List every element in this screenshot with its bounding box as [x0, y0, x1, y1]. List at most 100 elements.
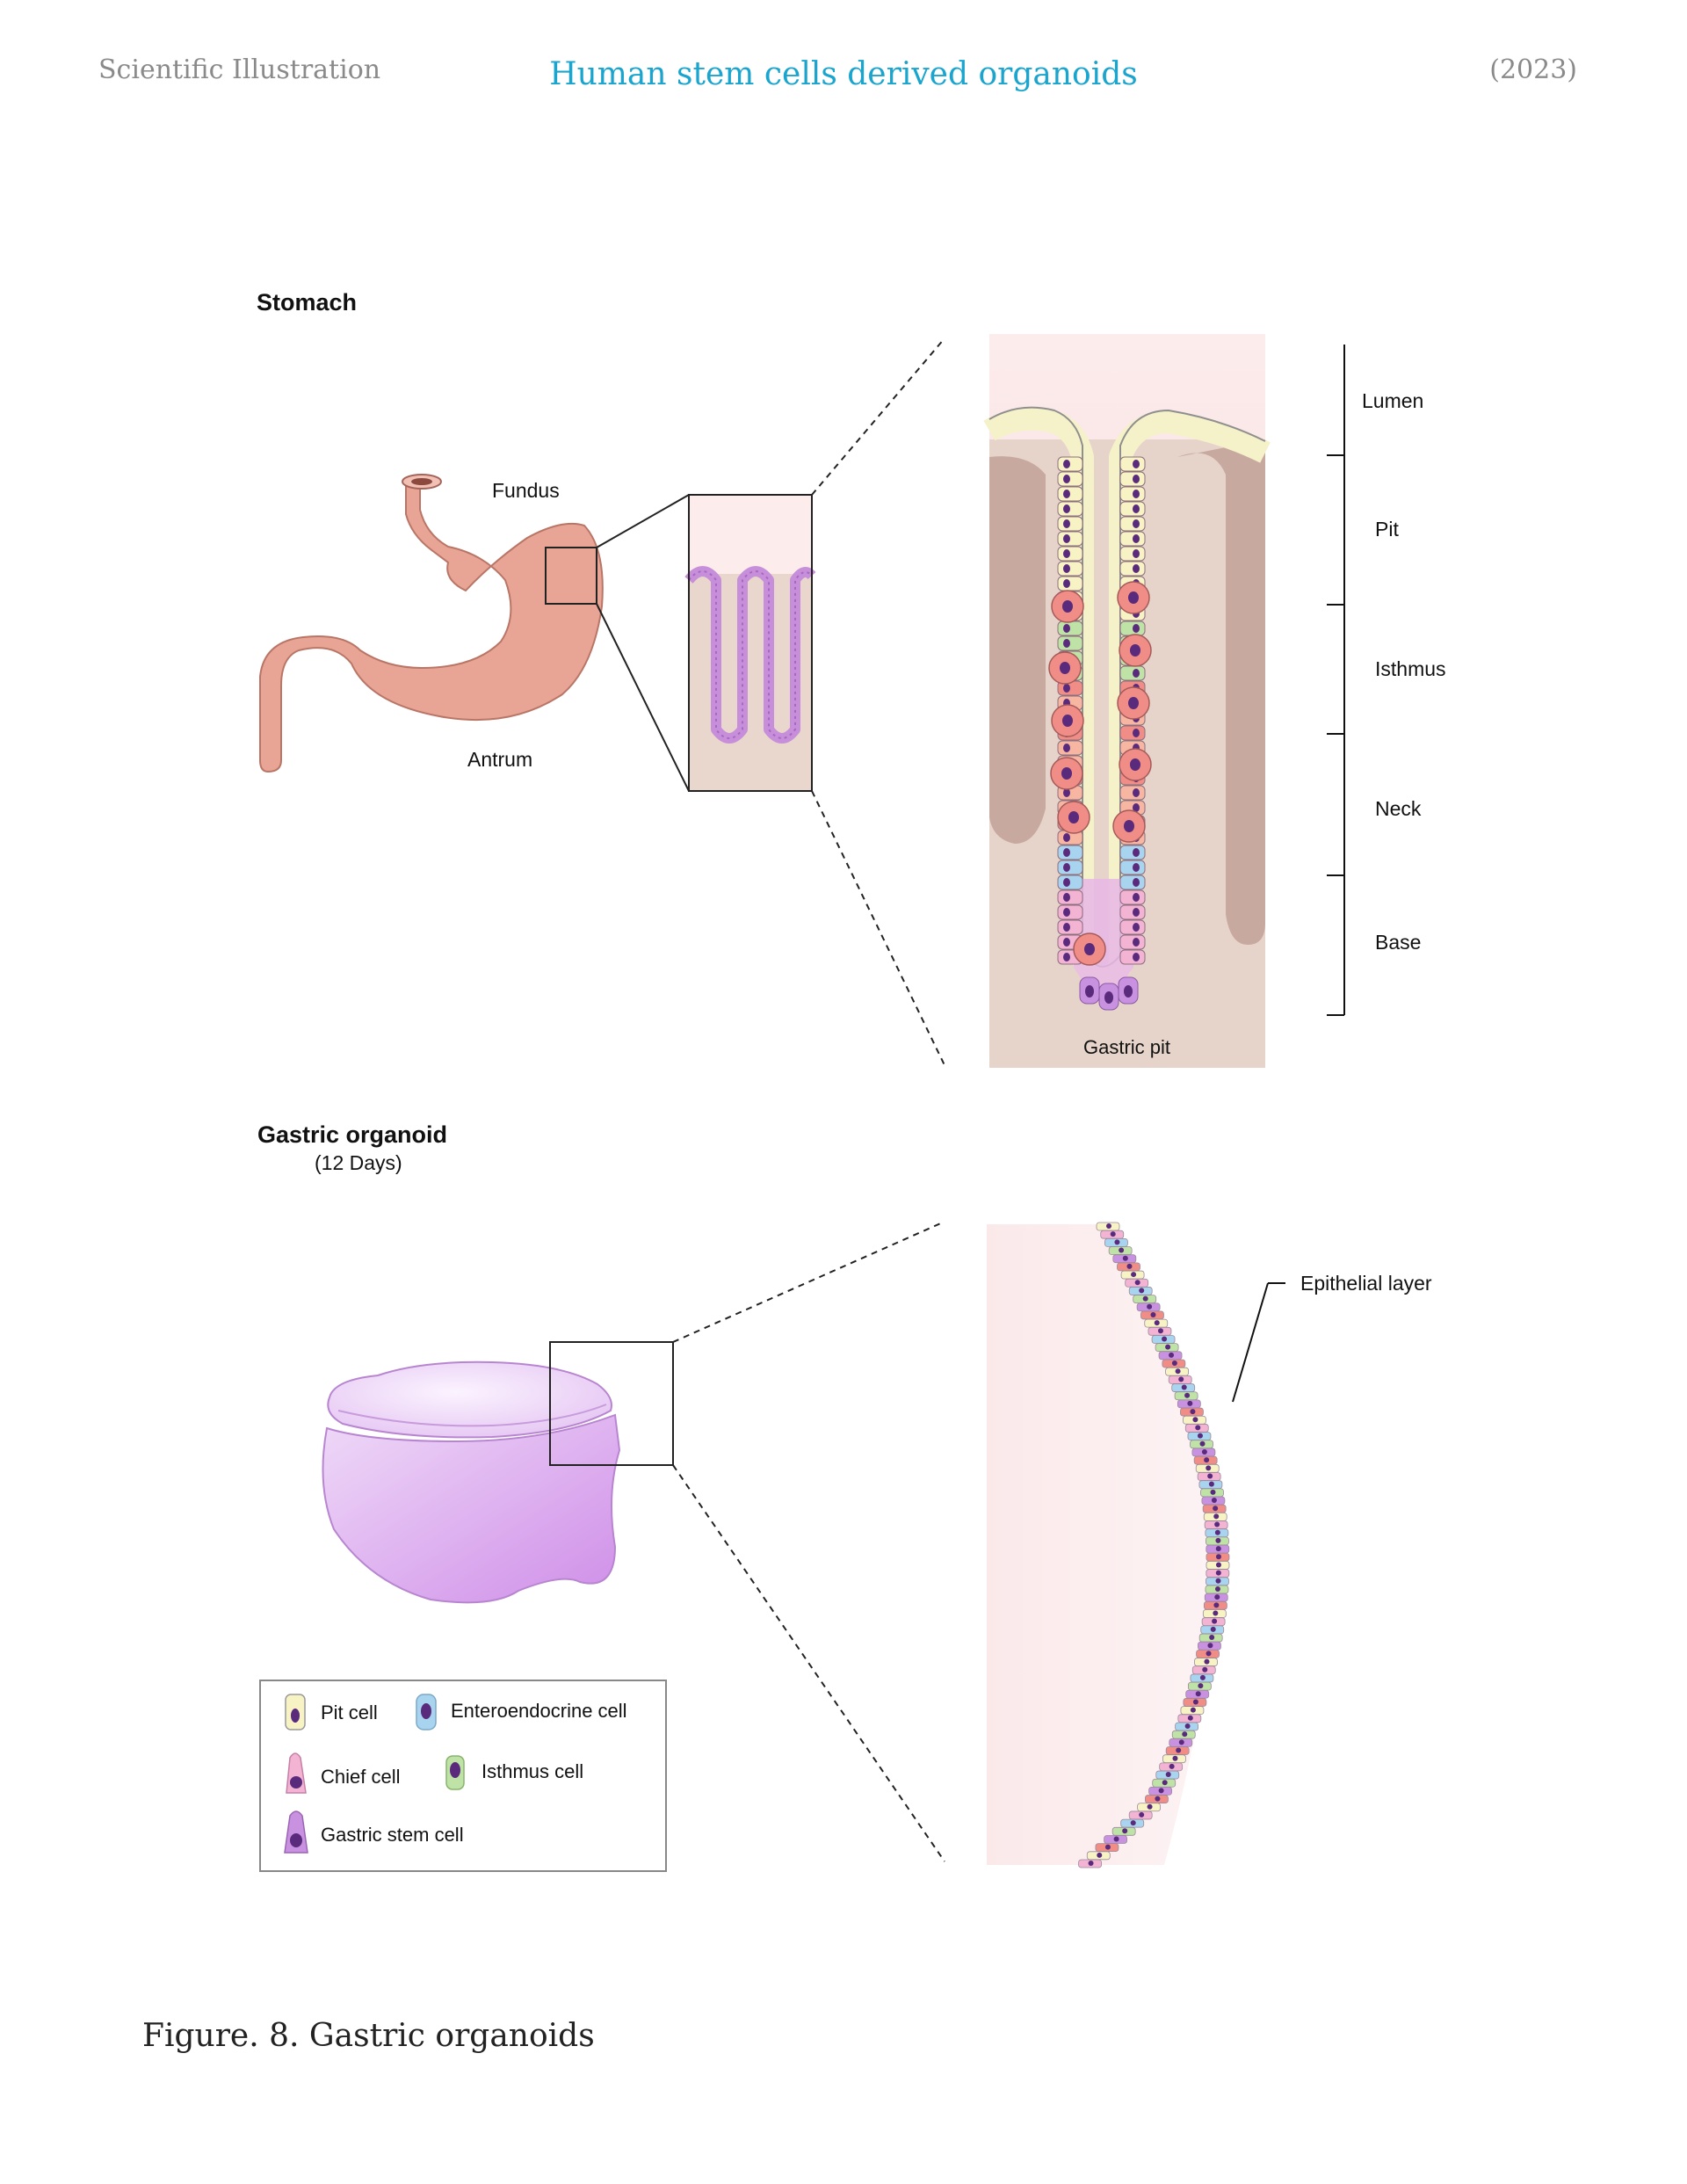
organoid-cell — [1137, 1803, 1161, 1812]
stem-cell — [1118, 976, 1139, 1005]
pit-cell — [1057, 531, 1083, 547]
organoid-cell — [1174, 1391, 1198, 1401]
organoid-cell — [1201, 1496, 1226, 1506]
organoid-cell — [1152, 1778, 1177, 1788]
stomach-title: Stomach — [257, 289, 357, 316]
pit-connector-bottom — [811, 790, 945, 1066]
organoid-cell — [1104, 1835, 1127, 1844]
pit-cell — [1057, 874, 1083, 890]
organoid-cell — [1175, 1722, 1199, 1731]
parietal-cell — [1048, 651, 1082, 685]
organoid-cell — [1169, 1738, 1193, 1747]
organoid-cell — [1201, 1617, 1226, 1627]
organoid-cell — [1206, 1561, 1230, 1570]
pit-cell — [1119, 486, 1146, 502]
parietal-cell — [1051, 590, 1084, 623]
organoid-cell — [1203, 1512, 1227, 1521]
organoid-cell — [1078, 1859, 1102, 1868]
pit-cell — [1119, 934, 1146, 950]
zone-isthmus: Isthmus — [1375, 657, 1446, 680]
enteroendocrine-cell-icon — [416, 1694, 437, 1731]
organoid-cell — [1205, 1585, 1229, 1594]
pit-cell — [1119, 456, 1146, 472]
stem-cell — [1098, 983, 1119, 1011]
organoid-cell — [1196, 1649, 1220, 1658]
organoid-cell — [1159, 1762, 1184, 1772]
organoid-cell — [1198, 1480, 1223, 1490]
organoid-cell — [1206, 1552, 1230, 1562]
stomach-body — [259, 481, 604, 773]
stomach-zoom-box — [545, 547, 597, 605]
parietal-cell — [1050, 757, 1083, 790]
zone-bracket — [1327, 345, 1345, 1016]
organoid-cell — [1120, 1270, 1145, 1280]
organoid-cell — [1206, 1569, 1230, 1578]
organoid-cell — [1184, 1424, 1209, 1433]
organoid-cell — [1128, 1810, 1153, 1820]
organoid-cell — [1162, 1754, 1186, 1764]
organoid-cell — [1155, 1770, 1180, 1780]
header-left: Scientific Illustration — [98, 54, 381, 85]
organoid-cell — [1191, 1448, 1216, 1457]
legend-gastric-stem-cell: Gastric stem cell — [321, 1824, 464, 1846]
pit-cell — [1119, 845, 1146, 860]
pit-cell — [1057, 516, 1083, 532]
chief-cell-icon — [286, 1752, 307, 1794]
pit-cell — [1057, 576, 1083, 591]
pit-cell — [1119, 516, 1146, 532]
organoid-cell — [1206, 1544, 1230, 1554]
organoid-cell — [1190, 1440, 1213, 1449]
pit-cell — [1057, 486, 1083, 502]
pit-cell — [1119, 725, 1146, 741]
pit-cell — [1119, 546, 1146, 562]
organoid-cell — [1133, 1295, 1157, 1303]
pit-cell — [1119, 904, 1146, 920]
legend-chief-cell: Chief cell — [321, 1766, 400, 1788]
organoid-cell — [1197, 1472, 1221, 1481]
organoid-cell — [1193, 1455, 1218, 1465]
pit-cell — [1057, 635, 1083, 651]
organoid-cell — [1148, 1326, 1172, 1336]
pit-cell — [1057, 546, 1083, 562]
mucosa-inset — [684, 494, 816, 792]
zone-neck: Neck — [1375, 797, 1422, 820]
pit-cell — [1057, 830, 1083, 845]
organoid-epithelium-panel — [987, 1222, 1230, 1868]
pit-cell — [1057, 620, 1083, 636]
pit-cell — [1057, 904, 1083, 920]
pit-cell — [1057, 919, 1083, 935]
parietal-cell — [1119, 634, 1152, 667]
organoid-cell — [1187, 1681, 1212, 1691]
organoid-cell — [1190, 1673, 1214, 1683]
organoid-cell — [1148, 1787, 1173, 1796]
organoid-cell — [1206, 1536, 1229, 1546]
pit-cell — [1119, 785, 1146, 801]
organoid-cell — [1187, 1432, 1212, 1441]
organoid-cell — [1140, 1310, 1164, 1320]
organoid-cell — [1191, 1665, 1216, 1675]
organoid-cell — [1177, 1714, 1202, 1723]
organoid-cell — [1120, 1818, 1145, 1828]
organoid-cell — [1096, 1222, 1120, 1231]
organoid-cell — [1198, 1633, 1223, 1643]
pit-connector-top — [811, 337, 945, 496]
organoid-cell — [1204, 1593, 1228, 1602]
pit-cell — [1057, 845, 1083, 860]
pit-cell — [1119, 860, 1146, 875]
organoid-cell — [1180, 1706, 1205, 1716]
organoid-cell — [1162, 1359, 1186, 1368]
antrum-label: Antrum — [467, 748, 532, 771]
organoid-cell — [1112, 1254, 1137, 1264]
organoid-cell — [1198, 1641, 1221, 1651]
organoid-cell — [1151, 1335, 1176, 1344]
isthmus-cell-icon — [445, 1755, 465, 1790]
organoid-connector-top — [672, 1221, 945, 1343]
organoid-cell — [1144, 1318, 1169, 1328]
pit-cell-icon — [285, 1694, 306, 1731]
organoid-cell — [1195, 1463, 1220, 1473]
pit-cell — [1057, 889, 1083, 905]
pit-cell — [1119, 919, 1146, 935]
gastric-stem-cell-icon — [284, 1810, 308, 1854]
organoid-cell — [1200, 1488, 1224, 1498]
